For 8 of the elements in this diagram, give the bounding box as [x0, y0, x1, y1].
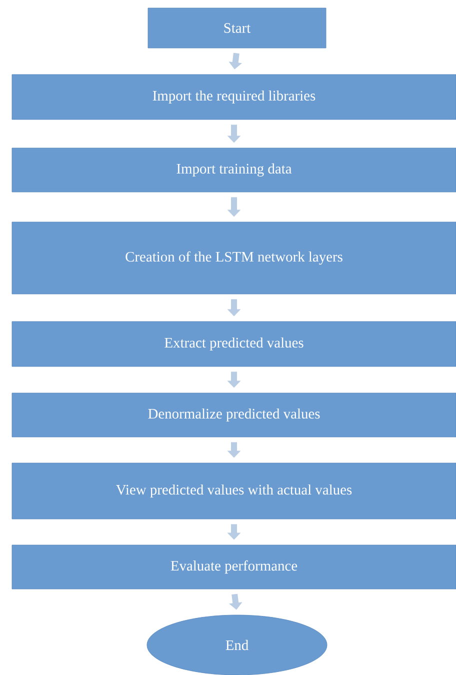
process-box: Extract predicted values	[12, 321, 456, 367]
process-box: Start	[148, 8, 326, 48]
process-box: Import the required libraries	[12, 74, 456, 120]
process-box: Denormalize predicted values	[12, 392, 456, 438]
process-box: Import training data	[12, 148, 456, 192]
process-box: Evaluate performance	[12, 544, 456, 590]
process-box: Creation of the LSTM network layers	[12, 222, 456, 294]
process-box: View predicted values with actual values	[12, 462, 456, 520]
